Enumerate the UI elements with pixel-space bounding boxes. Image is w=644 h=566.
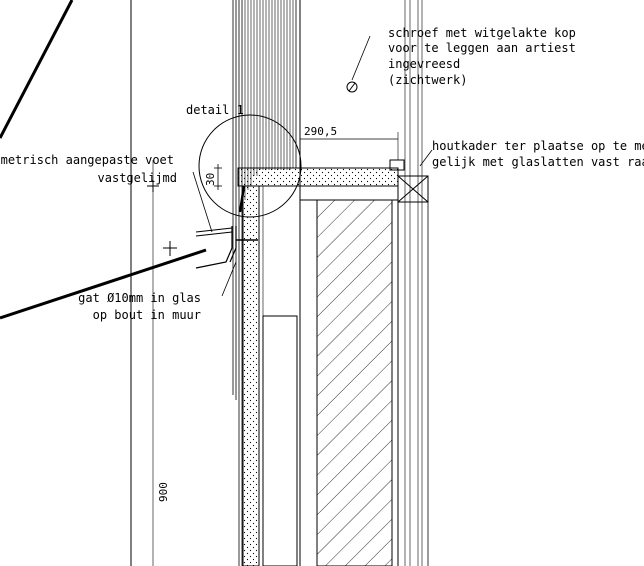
- foot-note-leader: [192, 171, 213, 233]
- dimension-290: [299, 132, 399, 168]
- foot-bracket: [195, 226, 258, 269]
- screw-note-line-2: voor te leggen aan artiest: [388, 41, 576, 55]
- wall-post: [242, 185, 260, 566]
- foot-note: geometrisch aangepaste voet vastgelijmd: [0, 153, 177, 185]
- frame-note: houtkader ter plaatse op te meten gelijk…: [432, 139, 644, 169]
- hole-note: gat Ø10mm in glas op bout in muur: [78, 291, 201, 322]
- frame-note-line-1: houtkader ter plaatse op te meten: [432, 139, 644, 153]
- foot-note-line-2: vastgelijmd: [98, 171, 177, 185]
- detail-label: detail 1: [186, 103, 244, 117]
- inner-opening: [262, 315, 298, 566]
- dimension-30-label: 30: [204, 173, 217, 186]
- screw-note-line-1: schroef met witgelakte kop: [388, 26, 576, 40]
- hole-note-leader: [221, 261, 237, 297]
- detail-circle: [198, 114, 302, 218]
- top-beam: [237, 167, 399, 187]
- hatched-wall-block: [316, 199, 393, 566]
- crosshair-marker: [147, 180, 159, 192]
- hole-note-line-2: op bout in muur: [93, 308, 201, 322]
- screw-icon: [346, 81, 358, 93]
- dimension-30: [214, 164, 222, 190]
- wooden-frame: [389, 159, 429, 203]
- screw-note: schroef met witgelakte kop voor te legge…: [388, 26, 576, 87]
- hole-note-line-1: gat Ø10mm in glas: [78, 291, 201, 305]
- frame-note-line-2: gelijk met glaslatten vast raam: [432, 155, 644, 169]
- hatched-wall-section: [299, 185, 399, 201]
- screw-note-leader: [351, 35, 371, 81]
- foot-note-line-1: geometrisch aangepaste voet: [0, 153, 174, 167]
- dimension-900-label: 900: [157, 482, 170, 502]
- diagonal-wall-line: [0, 0, 74, 139]
- crosshair-marker: [163, 241, 177, 256]
- diagonal-leader-line: [0, 248, 207, 320]
- glass-panel-lines: [232, 0, 301, 566]
- screw-note-line-3: ingevreesd: [388, 57, 460, 71]
- frame-note-leader: [419, 149, 433, 167]
- dimension-290-label: 290,5: [304, 125, 337, 138]
- screw-note-line-4: (zichtwerk): [388, 73, 467, 87]
